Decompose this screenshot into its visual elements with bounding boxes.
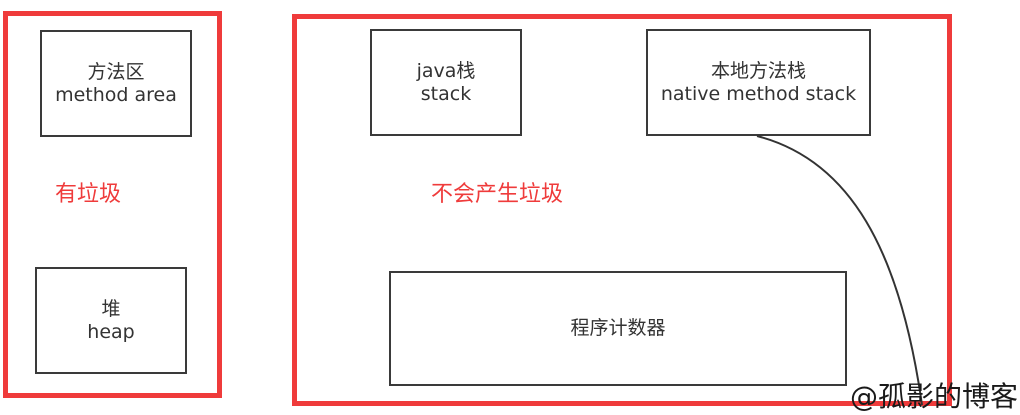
method-area-label-cn: 方法区 [87, 60, 145, 83]
java-stack-box: java栈 stack [370, 29, 522, 136]
java-stack-label-en: stack [420, 82, 472, 105]
heap-label-cn: 堆 [101, 297, 121, 320]
heap-label-en: heap [87, 320, 135, 343]
gc-region-frame [3, 11, 222, 398]
has-garbage-note: 有垃圾 [55, 182, 122, 207]
native-stack-label-cn: 本地方法栈 [710, 59, 806, 82]
program-counter-box: 程序计数器 [389, 271, 847, 386]
method-area-label-en: method area [55, 83, 177, 106]
heap-box: 堆 heap [35, 267, 187, 374]
program-counter-label: 程序计数器 [570, 317, 666, 339]
blog-watermark: @孤影的博客 [849, 380, 1018, 413]
native-method-stack-box: 本地方法栈 native method stack [646, 29, 871, 136]
method-area-box: 方法区 method area [40, 30, 192, 137]
no-gc-region-frame [292, 14, 952, 406]
java-stack-label-cn: java栈 [416, 59, 476, 82]
native-stack-label-en: native method stack [660, 82, 857, 105]
no-garbage-note: 不会产生垃圾 [431, 182, 564, 207]
